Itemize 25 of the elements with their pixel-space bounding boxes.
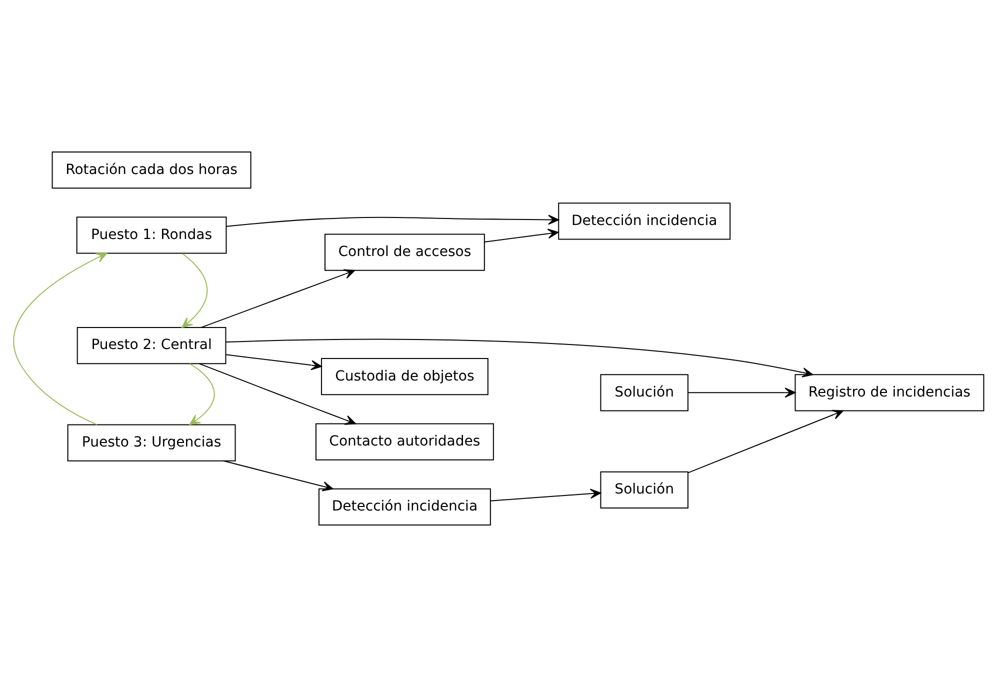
arrow [226, 214, 559, 227]
node-box: Detección incidencia [318, 488, 491, 526]
arrow [198, 363, 356, 425]
arrow [223, 460, 334, 492]
node-box: Detección incidencia [558, 202, 731, 240]
node-box: Registro de incidencias [794, 374, 984, 412]
arrow [484, 228, 559, 242]
arrow [226, 354, 322, 370]
node-box: Puesto 1: Rondas [76, 216, 227, 254]
node-box: Custodia de objetos [320, 358, 488, 396]
arrow [688, 388, 796, 398]
node-box: Puesto 2: Central [76, 326, 226, 364]
node-box: Solución [600, 374, 688, 412]
arrow [189, 363, 215, 426]
node-box: Contacto autoridades [315, 423, 494, 460]
node-box: Control de accesos [324, 234, 485, 271]
arrow [13, 252, 108, 426]
arrow [182, 253, 208, 328]
arrow [688, 410, 844, 474]
node-box: Puesto 3: Urgencias [67, 424, 236, 462]
arrow [201, 269, 356, 328]
arrow [226, 338, 814, 378]
arrow [490, 488, 602, 502]
node-box: Rotación cada dos horas [52, 152, 252, 189]
node-box: Solución [600, 471, 688, 508]
